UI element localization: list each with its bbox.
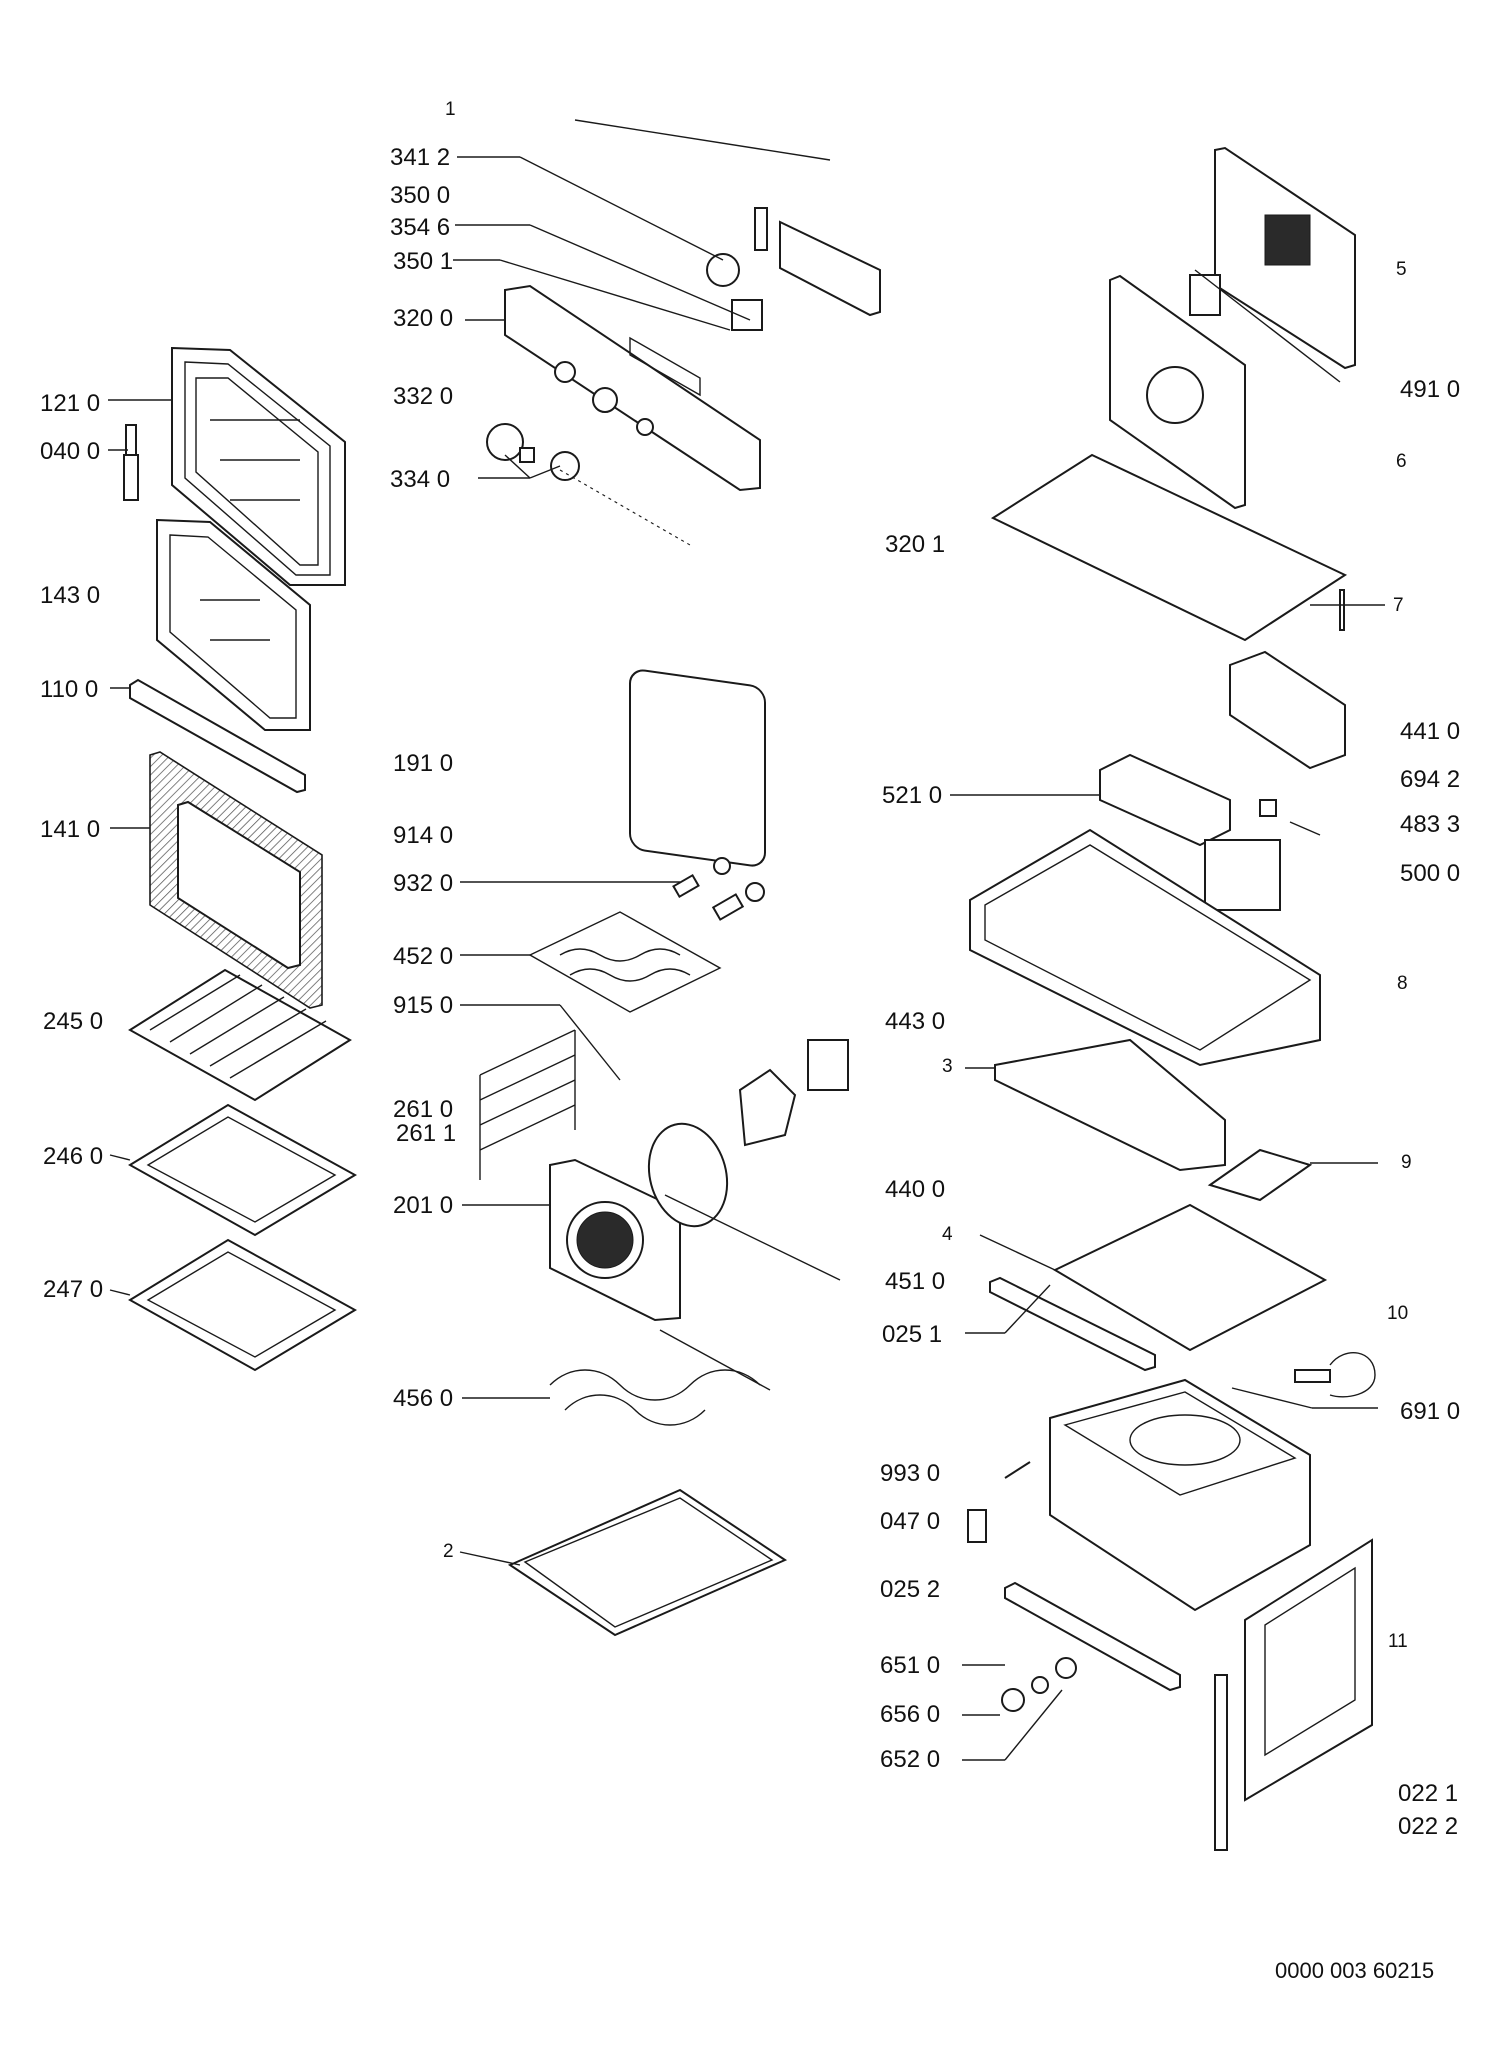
part-label-993-0: 993 0 [880,1460,941,1487]
rear-fan-housing [1109,274,1246,510]
part-label-915-0: 915 0 [393,992,454,1019]
part-label-932-0: 932 0 [393,870,454,897]
part-label-491-0: 491 0 [1400,376,1461,403]
part-label-451-0: 451 0 [885,1268,946,1295]
control-panel-fascia [504,284,761,492]
base-plate-4 [1052,1203,1328,1352]
back-wall-plate [1214,146,1356,370]
side-panel-3 [994,1038,1226,1172]
part-label-452-0: 452 0 [393,943,454,970]
runner-025-1 [989,1276,1156,1372]
timer-module [706,207,881,331]
top-heating-element [528,911,722,1013]
part-label-11: 11 [1388,1631,1408,1652]
selector-knobs [486,423,580,481]
panel-leader-dashes [559,119,831,546]
inner-glass-frame [156,518,311,731]
part-label-9: 9 [1401,1152,1412,1173]
part-label-332-0: 332 0 [393,383,454,410]
part-label-521-0: 521 0 [882,782,943,809]
lamp-assembly [672,857,765,921]
document-number: 0000 003 60215 [1275,1958,1435,1983]
part-label-025-1: 025 1 [882,1321,943,1348]
part-9-bracket [1207,1148,1313,1202]
part-label-441-0: 441 0 [1400,718,1461,745]
part-label-652-0: 652 0 [880,1746,941,1773]
part-label-8: 8 [1397,973,1408,994]
part-label-656-0: 656 0 [880,1701,941,1728]
door-handle-part [123,424,139,501]
part-label-483-3: 483 3 [1400,811,1461,838]
top-cover-plate [990,453,1348,642]
part-label-201-0: 201 0 [393,1192,454,1219]
baking-tray-2 [128,1238,358,1372]
part-label-320-0: 320 0 [393,305,454,332]
part-label-261-1: 261 1 [396,1120,457,1147]
part-label-2: 2 [443,1541,454,1562]
part-label-354-6: 354 6 [390,214,451,241]
cooling-fan [1229,650,1346,770]
part-label-261-0: 261 0 [393,1096,454,1123]
door-hinge-assembly [1214,1538,1373,1851]
wire-rack-shelf [128,968,352,1102]
part-label-440-0: 440 0 [885,1176,946,1203]
oven-cavity [1049,1378,1311,1612]
part-label-6: 6 [1396,451,1407,472]
door-outer-frame [171,346,346,586]
part-label-247-0: 247 0 [43,1276,104,1303]
part-label-320-1: 320 1 [885,531,946,558]
part-label-914-0: 914 0 [393,822,454,849]
part-label-121-0: 121 0 [40,390,101,417]
part-label-341-2: 341 2 [390,144,451,171]
runner-025-2 [1004,1581,1181,1692]
chassis-frame [969,828,1321,1067]
part-label-334-0: 334 0 [390,466,451,493]
part-label-691-0: 691 0 [1400,1398,1461,1425]
part-label-443-0: 443 0 [885,1008,946,1035]
part-label-7: 7 [1393,595,1404,616]
part-label-651-0: 651 0 [880,1652,941,1679]
part-label-456-0: 456 0 [393,1385,454,1412]
part-label-246-0: 246 0 [43,1143,104,1170]
part-label-500-0: 500 0 [1400,860,1461,887]
side-rails [479,1029,576,1180]
door-glass-panel [149,751,323,1009]
electrical-housing [1099,753,1281,911]
fan-motor-blade [738,1039,849,1147]
lamp-socket-parts [1001,1657,1077,1712]
part-label-025-2: 025 2 [880,1576,941,1603]
fan-cover-panel [549,1158,681,1322]
circular-element [647,1122,729,1228]
part-label-350-0: 350 0 [390,182,451,209]
part-label-5: 5 [1396,259,1407,280]
part-label-040-0: 040 0 [40,438,101,465]
part-label-022-2: 022 2 [1398,1813,1459,1840]
screw-993 [1004,1461,1031,1479]
part-label-245-0: 245 0 [43,1008,104,1035]
part-label-143-0: 143 0 [40,582,101,609]
bottom-heating-element [549,1329,771,1426]
part-label-350-1: 350 1 [393,248,454,275]
baking-tray-1 [128,1103,358,1237]
part-label-191-0: 191 0 [393,750,454,777]
leader-lines [108,156,1385,1761]
part-label-022-1: 022 1 [1398,1780,1459,1807]
part-label-110-0: 110 0 [40,676,99,703]
part-label-1: 1 [445,99,456,120]
back-panel-seal [629,669,766,867]
part-label-141-0: 141 0 [40,816,101,843]
oven-floor-plate [507,1488,788,1637]
part-label-4: 4 [942,1224,953,1245]
clip-047 [967,1509,987,1543]
part-label-694-2: 694 2 [1400,766,1461,793]
cavity-leader-dash [664,269,1341,1281]
door-trim-strip [129,678,306,794]
part-label-3: 3 [942,1056,953,1077]
part-10-lamp [1294,1352,1376,1398]
part-label-10: 10 [1387,1303,1409,1324]
part-label-047-0: 047 0 [880,1508,941,1535]
